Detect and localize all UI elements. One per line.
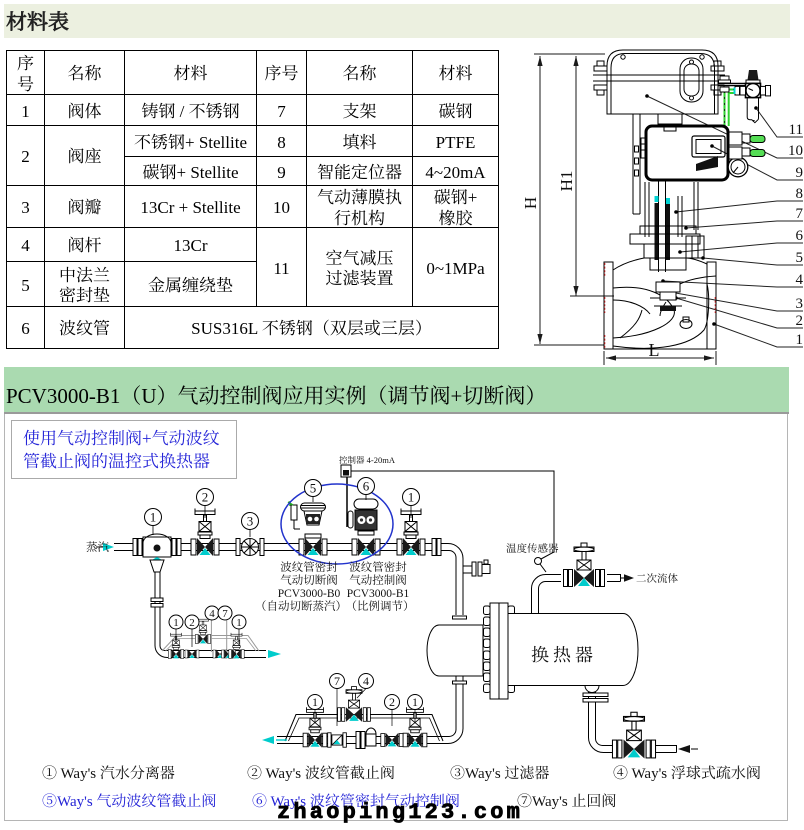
svg-text:3: 3 (796, 296, 804, 312)
svg-text:温度传感器: 温度传感器 (506, 541, 559, 556)
svg-text:波纹管密封: 波纹管密封 (280, 559, 338, 575)
svg-text:1: 1 (173, 614, 179, 630)
svg-text:PCV3000-B0: PCV3000-B0 (278, 585, 341, 601)
svg-text:1: 1 (796, 332, 804, 348)
svg-text:1: 1 (412, 693, 418, 710)
svg-text:二次流体: 二次流体 (636, 571, 678, 586)
svg-text:5: 5 (310, 478, 317, 497)
svg-text:H1: H1 (557, 171, 576, 192)
svg-text:4: 4 (796, 272, 804, 288)
svg-text:6: 6 (796, 228, 804, 244)
svg-text:11: 11 (789, 122, 803, 138)
svg-text:控制器 4-20mA: 控制器 4-20mA (339, 454, 396, 466)
svg-text:7: 7 (222, 605, 228, 621)
svg-text:1: 1 (236, 614, 242, 630)
svg-text:1: 1 (312, 693, 318, 710)
svg-text:波纹管密封: 波纹管密封 (349, 559, 407, 575)
svg-text:蒸汽: 蒸汽 (86, 539, 109, 555)
svg-text:3: 3 (247, 511, 254, 530)
svg-text:（自动切断蒸汽）: （自动切断蒸汽） (255, 598, 347, 614)
svg-text:7: 7 (796, 206, 804, 222)
svg-text:1: 1 (150, 507, 157, 526)
svg-text:2: 2 (389, 693, 395, 710)
svg-text:2: 2 (796, 313, 804, 329)
svg-text:10: 10 (788, 143, 803, 159)
svg-text:4: 4 (363, 672, 369, 689)
svg-text:7: 7 (334, 672, 340, 689)
svg-text:气动切断阀: 气动切断阀 (280, 572, 338, 588)
svg-text:（比例调节）: （比例调节） (346, 598, 415, 614)
svg-text:9: 9 (796, 165, 804, 181)
svg-text:5: 5 (796, 250, 804, 266)
svg-text:1: 1 (408, 487, 415, 506)
svg-text:2: 2 (189, 614, 195, 630)
svg-text:4: 4 (209, 605, 215, 621)
svg-text:8: 8 (796, 186, 804, 202)
svg-text:L: L (649, 340, 660, 360)
svg-text:6: 6 (363, 476, 370, 495)
svg-text:气动控制阀: 气动控制阀 (349, 572, 407, 588)
svg-text:PCV3000-B1: PCV3000-B1 (347, 585, 410, 601)
svg-text:H: H (521, 197, 540, 209)
svg-text:换热器: 换热器 (531, 641, 597, 667)
svg-text:2: 2 (202, 487, 209, 506)
